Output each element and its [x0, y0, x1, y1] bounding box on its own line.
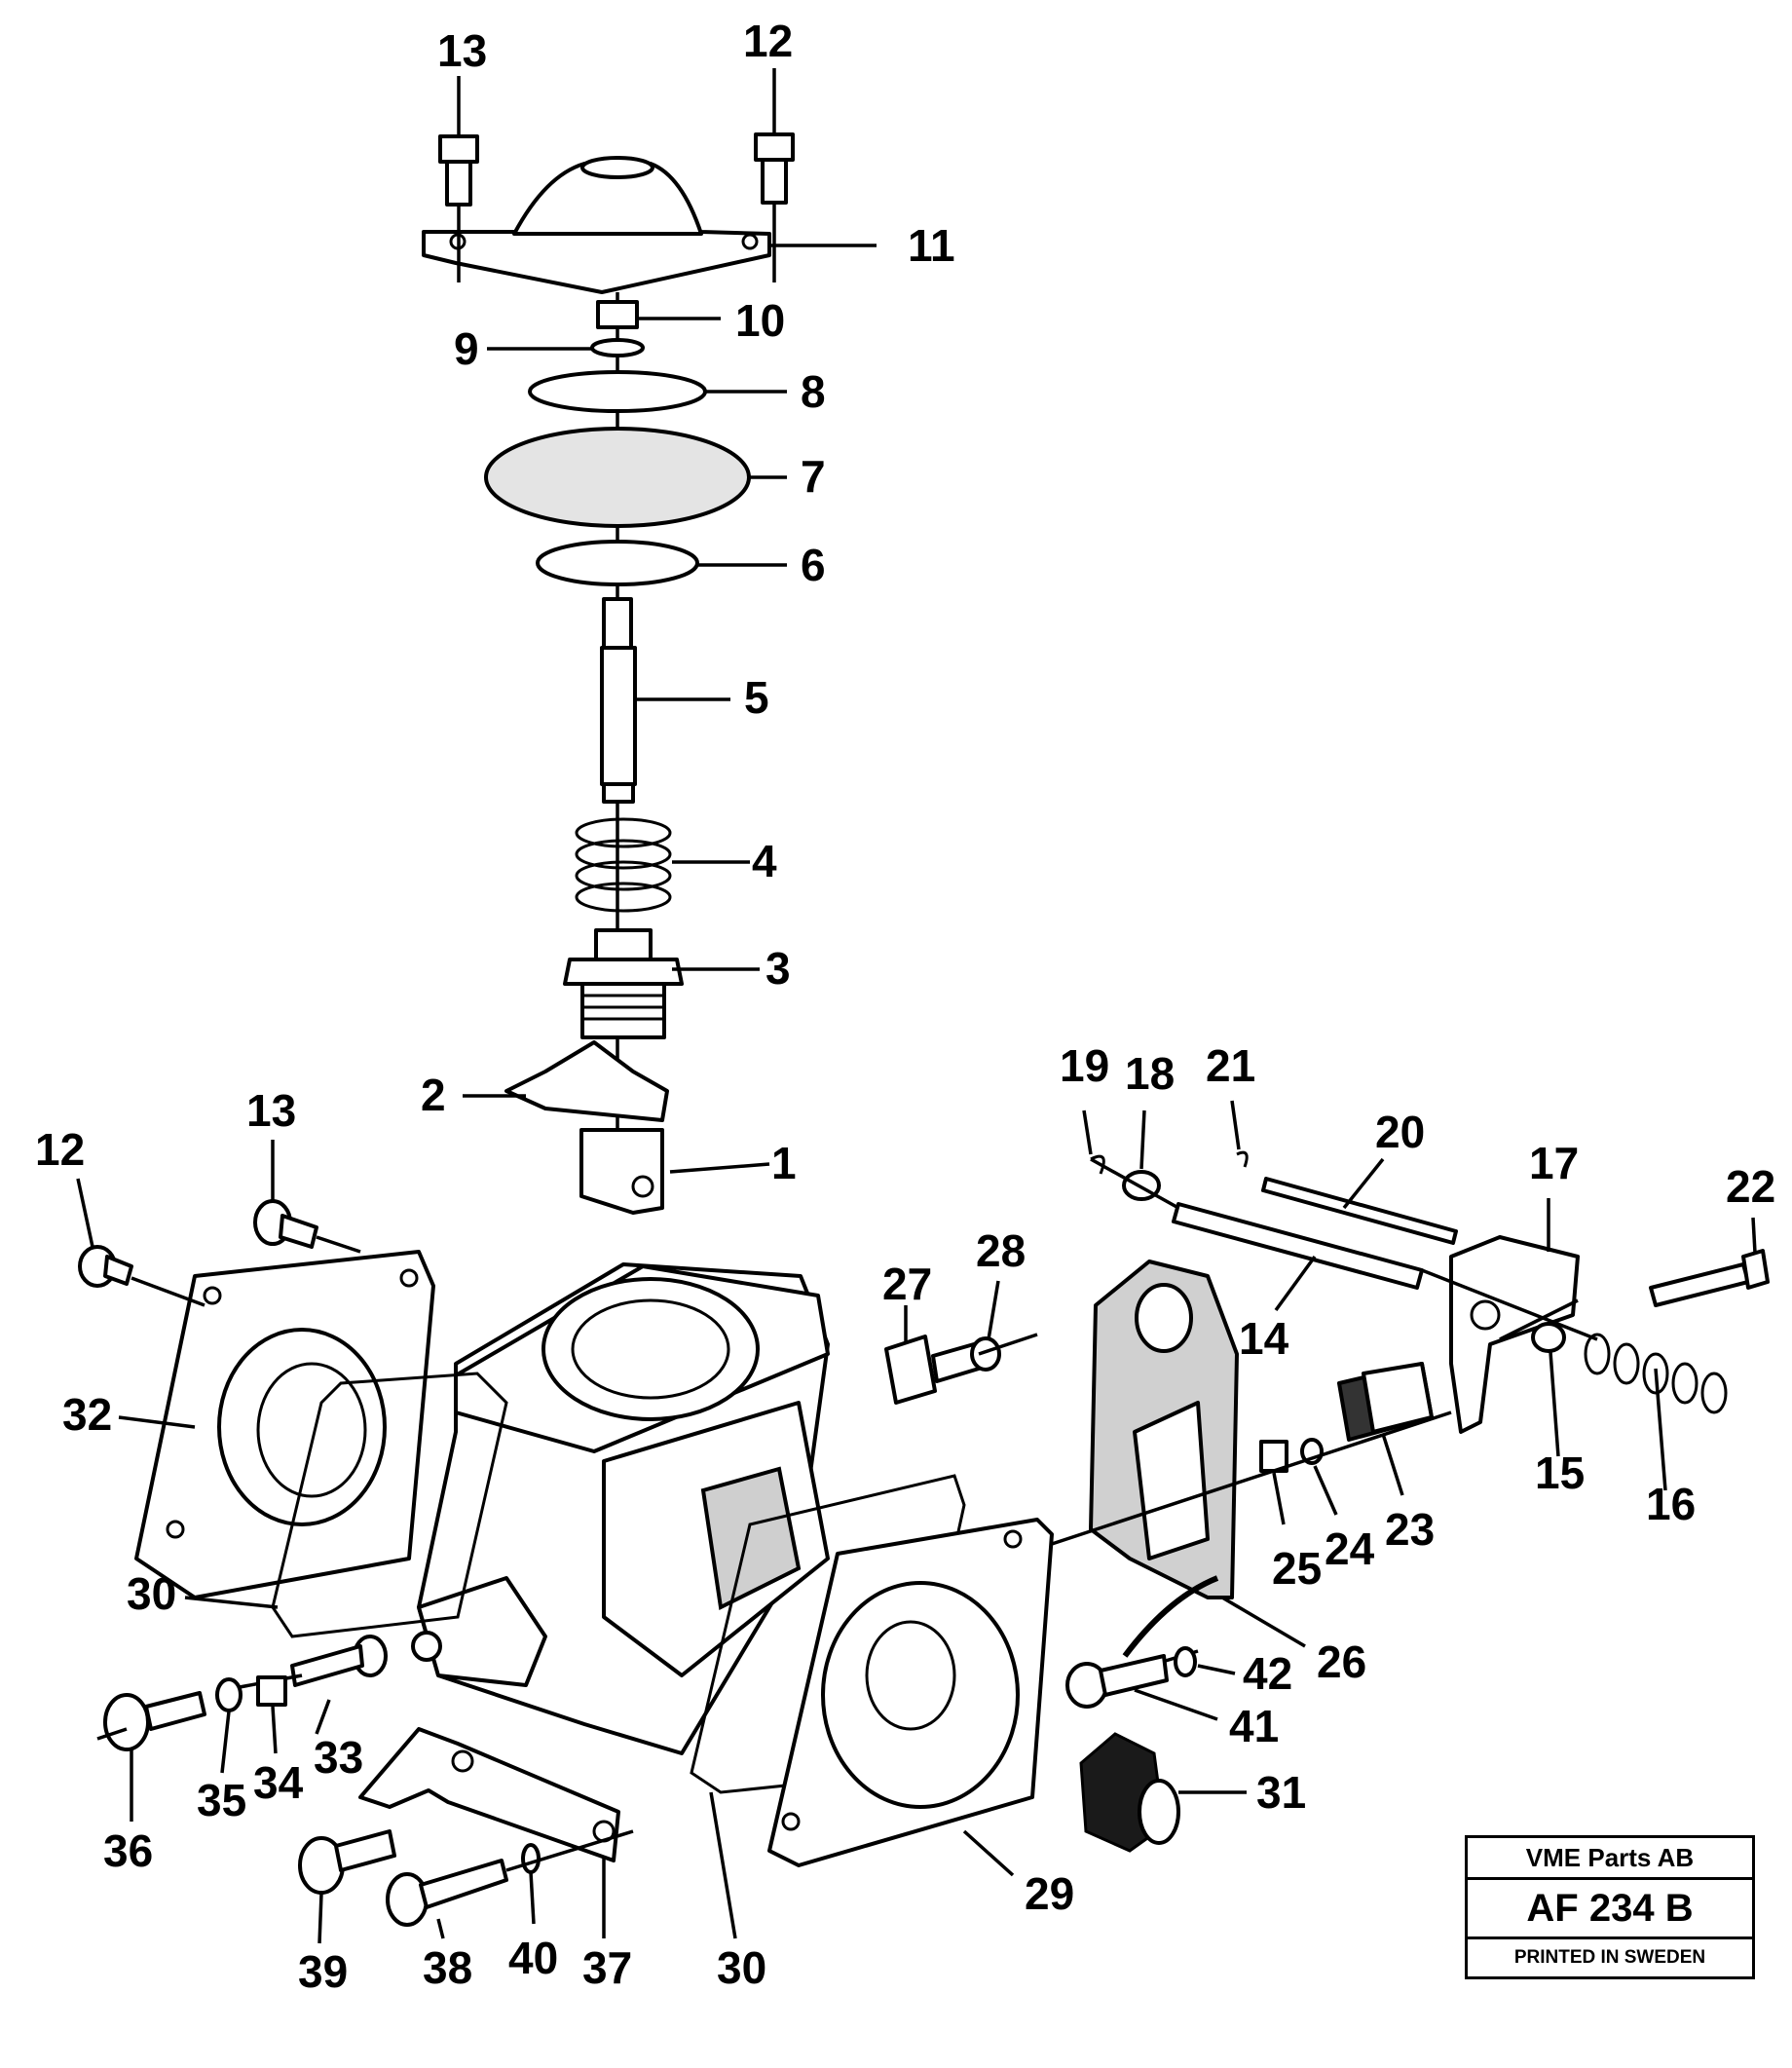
spring-4-part — [575, 817, 672, 913]
callout-3: 3 — [765, 943, 791, 994]
bolt-41-part — [1065, 1654, 1169, 1709]
bolt-38-part — [386, 1859, 508, 1927]
callout-7: 7 — [801, 451, 826, 502]
drawing-code: AF 234 B — [1468, 1880, 1752, 1939]
top-screw-13-part — [438, 134, 479, 282]
callout-39: 39 — [298, 1946, 348, 1997]
bracket-37-part — [358, 1727, 620, 1862]
callout-42: 42 — [1243, 1648, 1292, 1699]
callout-32: 32 — [62, 1389, 112, 1440]
plate-6-part — [536, 540, 699, 586]
callout-41: 41 — [1229, 1701, 1279, 1751]
callout-8: 8 — [801, 366, 826, 417]
diaphragm-7-part — [484, 427, 751, 528]
rod-5-part — [600, 597, 637, 804]
bolt-27-part — [884, 1335, 981, 1405]
clip-1-part — [579, 1128, 664, 1215]
callout-16: 16 — [1646, 1479, 1696, 1529]
callout-9: 9 — [454, 323, 479, 374]
leader-lines — [76, 68, 1757, 1944]
right-cover-29-part — [767, 1518, 1054, 1867]
bolt-33-part — [223, 1635, 388, 1692]
gasket-26-part — [1089, 1260, 1239, 1658]
title-block: VME Parts AB AF 234 B PRINTED IN SWEDEN — [1465, 1835, 1755, 1979]
callout-20: 20 — [1375, 1107, 1425, 1157]
callout-12-top: 12 — [743, 16, 793, 66]
callout-14: 14 — [1239, 1313, 1289, 1364]
callout-36: 36 — [103, 1825, 153, 1876]
callout-15: 15 — [1535, 1448, 1585, 1498]
main-housing-part — [411, 1262, 830, 1755]
top-cover-part — [422, 156, 771, 294]
top-screw-12-part — [754, 132, 795, 282]
left-cover-32-part — [134, 1250, 435, 1599]
block-23-part — [1337, 1362, 1434, 1442]
callout-30-right: 30 — [717, 1942, 766, 1993]
plate-8-part — [528, 370, 707, 413]
callout-25: 25 — [1272, 1543, 1322, 1594]
callout-23: 23 — [1385, 1504, 1435, 1555]
shaft-20-part — [1261, 1177, 1458, 1245]
screw-13-left-part — [253, 1199, 361, 1254]
cap-31-part — [1079, 1732, 1180, 1853]
clip-21-part — [1236, 1150, 1249, 1168]
callout-29: 29 — [1025, 1868, 1074, 1919]
callout-22: 22 — [1726, 1161, 1775, 1212]
callout-37: 37 — [582, 1942, 632, 1993]
callout-30-left: 30 — [127, 1568, 176, 1619]
callout-11: 11 — [908, 220, 955, 271]
valve-3-part — [563, 928, 684, 1039]
callout-26: 26 — [1317, 1636, 1366, 1687]
callout-1: 1 — [771, 1138, 797, 1188]
bracket-2-part — [504, 1040, 669, 1122]
callout-19: 19 — [1060, 1040, 1109, 1091]
callout-13-left: 13 — [246, 1085, 296, 1136]
callout-17: 17 — [1529, 1138, 1579, 1188]
bolt-39-part — [298, 1829, 396, 1895]
callout-40: 40 — [508, 1933, 558, 1983]
callout-labels: 1 2 3 4 5 6 7 8 9 10 11 12 13 12 13 14 1… — [35, 16, 1775, 1997]
callout-21: 21 — [1206, 1040, 1255, 1091]
washer-28-part — [970, 1336, 1001, 1372]
callout-6: 6 — [801, 540, 826, 590]
printed-note: PRINTED IN SWEDEN — [1513, 1947, 1706, 1968]
callout-2: 2 — [421, 1070, 446, 1120]
callout-5: 5 — [744, 672, 769, 723]
callout-27: 27 — [882, 1259, 932, 1309]
washer-42-part — [1174, 1646, 1197, 1677]
callout-13-top: 13 — [437, 25, 487, 76]
bolt-22-part — [1649, 1249, 1770, 1307]
callout-18: 18 — [1125, 1048, 1175, 1099]
callout-10: 10 — [735, 295, 785, 346]
washer-35-part — [215, 1677, 243, 1712]
lever-17-part — [1449, 1235, 1580, 1434]
washer-15-part — [1531, 1322, 1566, 1353]
bolt-36-part — [96, 1691, 206, 1751]
nut-34-part — [256, 1675, 287, 1707]
clip-19-part — [1090, 1154, 1105, 1175]
callout-31: 31 — [1256, 1767, 1306, 1818]
screw-12-left-part — [78, 1245, 205, 1307]
left-gasket-30-part — [271, 1372, 508, 1638]
washer-40-part — [521, 1843, 541, 1874]
callout-34: 34 — [253, 1757, 304, 1808]
shaft-14-part — [1172, 1202, 1424, 1290]
callout-33: 33 — [314, 1732, 363, 1783]
right-gasket-30-part — [690, 1474, 966, 1794]
company-name: VME Parts AB — [1468, 1838, 1752, 1880]
callout-24: 24 — [1325, 1523, 1375, 1574]
nut-10-part — [596, 300, 639, 329]
callout-28: 28 — [976, 1225, 1026, 1276]
callout-35: 35 — [197, 1775, 246, 1825]
callout-38: 38 — [423, 1942, 472, 1993]
callout-4: 4 — [752, 836, 777, 886]
callout-12-left: 12 — [35, 1124, 85, 1175]
washer-9-part — [590, 338, 645, 357]
spring-16-part — [1584, 1333, 1728, 1414]
